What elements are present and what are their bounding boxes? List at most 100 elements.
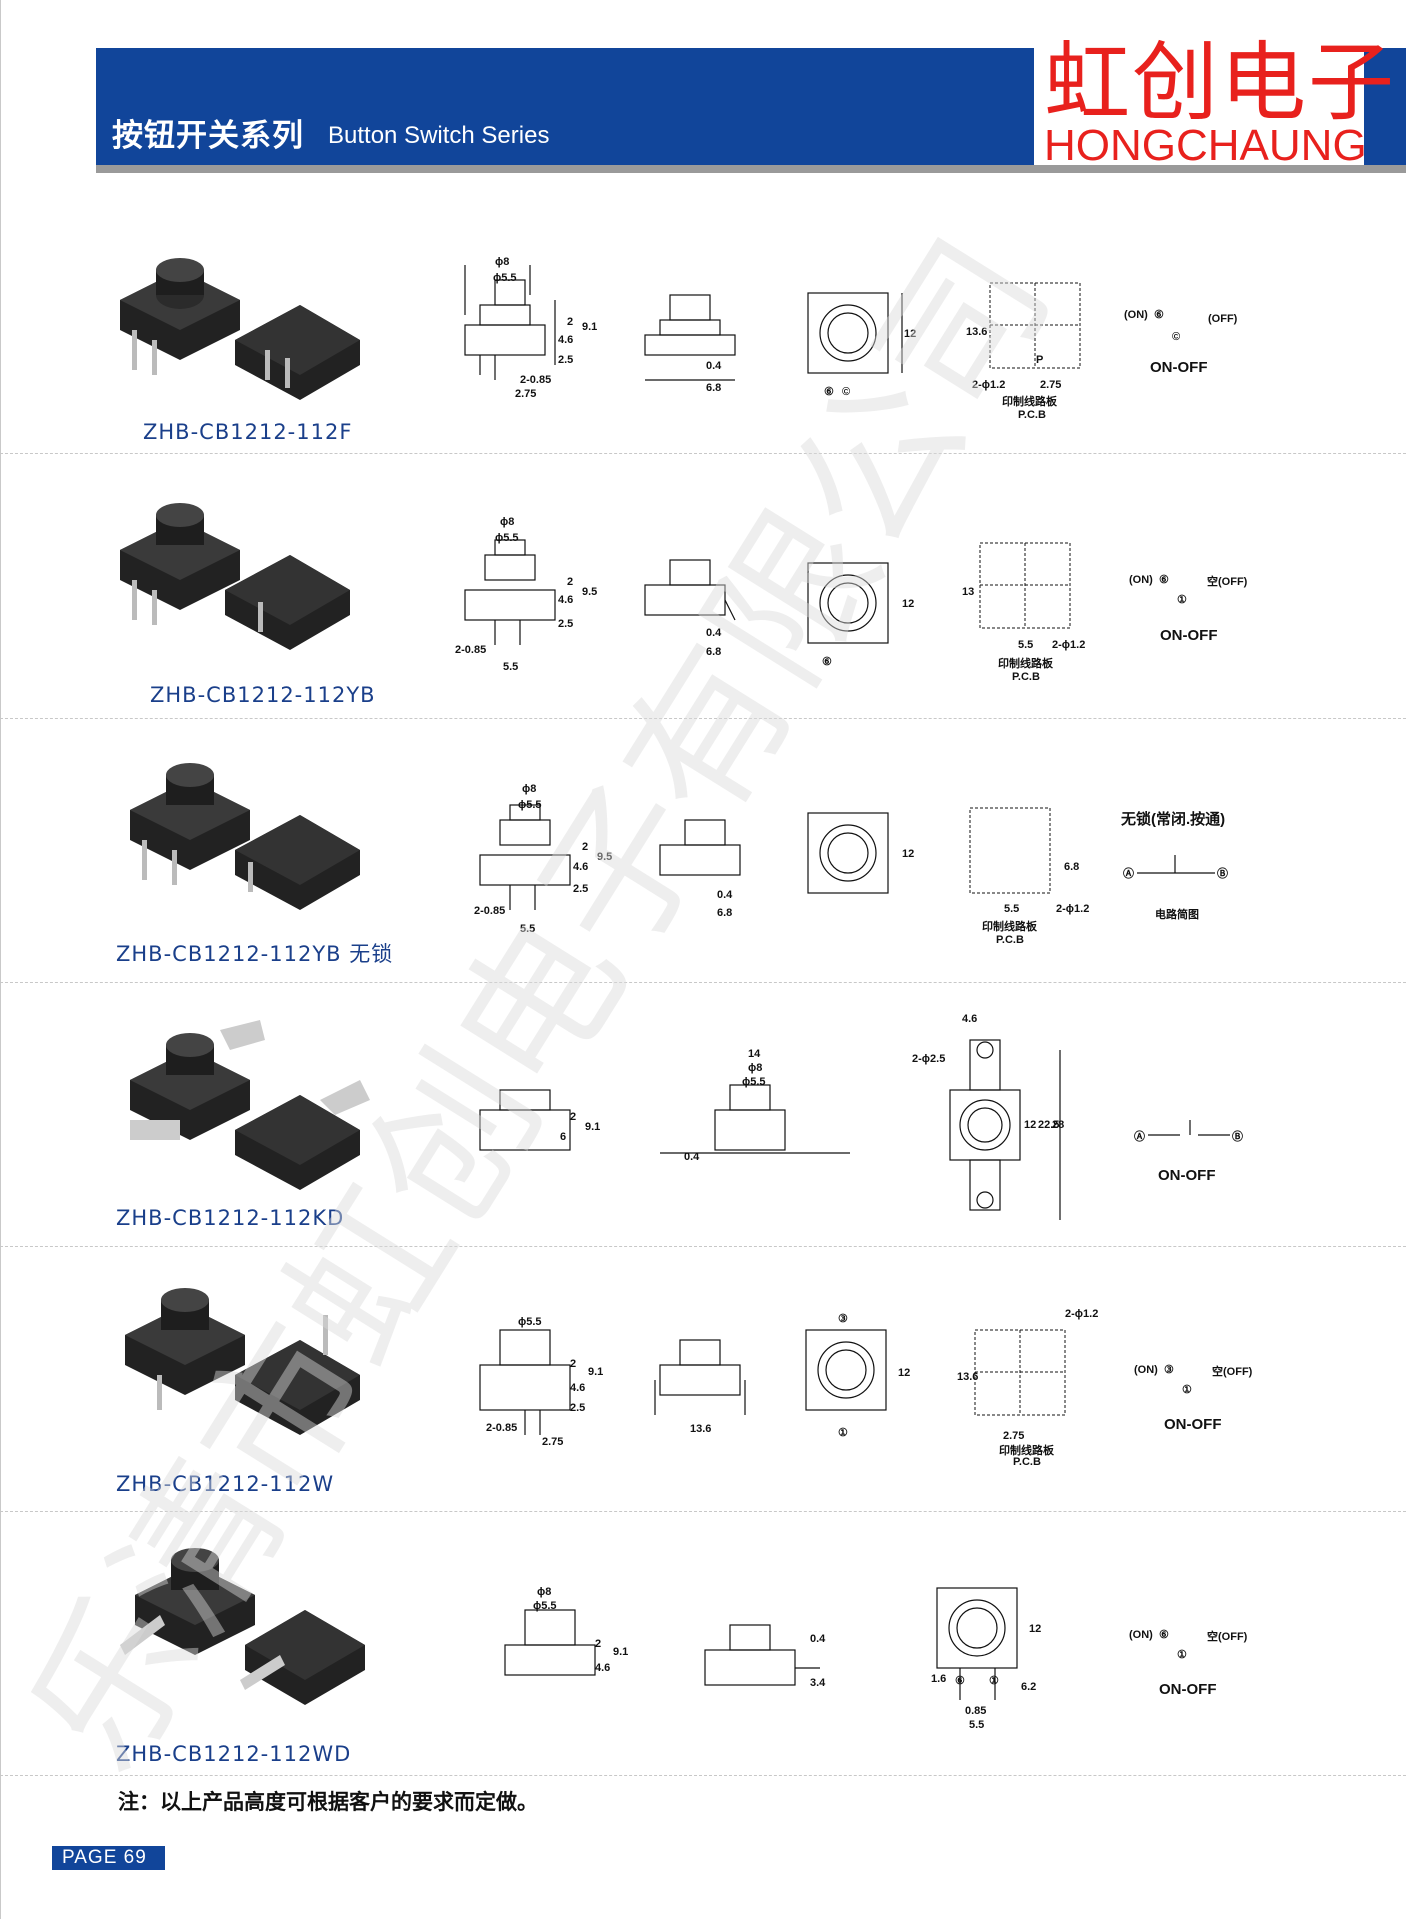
svg-text:2-ϕ1.2: 2-ϕ1.2 [1052, 639, 1085, 651]
svg-text:ϕ5.5: ϕ5.5 [742, 1076, 766, 1088]
svg-text:2.75: 2.75 [1040, 379, 1061, 391]
svg-text:③: ③ [838, 1313, 848, 1325]
side-profile-drawing: 0.4 6.8 [644, 559, 736, 658]
svg-text:9.5: 9.5 [582, 586, 597, 598]
svg-text:4.6: 4.6 [573, 861, 588, 873]
side-view-drawing: ϕ8 ϕ5.5 2 4.6 9.5 2.5 2-0.85 5.5 [455, 516, 597, 673]
side-profile-drawing: 14 ϕ8 ϕ5.5 0.4 [660, 1048, 850, 1163]
svg-text:①: ① [1182, 1384, 1192, 1396]
row-divider [0, 718, 1406, 719]
svg-text:©: © [842, 386, 850, 398]
svg-text:⑥: ⑥ [822, 656, 832, 668]
svg-text:ϕ8: ϕ8 [495, 256, 509, 268]
series-title-en: Button Switch Series [328, 122, 550, 149]
svg-text:①: ① [838, 1427, 848, 1439]
svg-text:2.75: 2.75 [515, 388, 536, 400]
circuit-schematic: (ON) ③ 空(OFF) ① ON-OFF [1134, 1364, 1253, 1433]
svg-text:6: 6 [560, 1131, 566, 1143]
svg-text:(ON): (ON) [1129, 1629, 1153, 1641]
svg-text:0.4: 0.4 [706, 360, 722, 372]
model-label: ZHB-CB1212-112WD [116, 1742, 352, 1766]
svg-text:6.8: 6.8 [717, 907, 732, 919]
footnote: 注：以上产品高度可根据客户的要求而定做。 [118, 1790, 538, 1814]
svg-text:5.5: 5.5 [969, 1719, 984, 1730]
svg-text:9.5: 9.5 [597, 851, 612, 863]
pcb-layout-drawing: 2-ϕ1.2 13.6 2.75 印制线路板 P.C.B [957, 1308, 1098, 1465]
svg-text:空(OFF): 空(OFF) [1207, 574, 1248, 588]
svg-text:2.5: 2.5 [573, 883, 588, 895]
svg-text:2.5: 2.5 [570, 1402, 585, 1414]
product-photo [120, 1548, 365, 1705]
product-photo [130, 763, 360, 910]
svg-text:①: ① [1177, 1649, 1187, 1661]
svg-text:4.6: 4.6 [595, 1662, 610, 1674]
svg-text:0.85: 0.85 [965, 1705, 986, 1717]
brand-name-en: HONGCHAUNG [1044, 121, 1367, 170]
svg-text:9.1: 9.1 [582, 321, 597, 333]
side-profile-drawing: 0.4 3.4 [704, 1624, 826, 1689]
svg-text:13.6: 13.6 [966, 326, 987, 338]
svg-text:(ON): (ON) [1129, 574, 1153, 586]
svg-text:1.6: 1.6 [931, 1673, 946, 1685]
svg-text:4.6: 4.6 [570, 1382, 585, 1394]
svg-text:5.5: 5.5 [503, 661, 518, 673]
circuit-schematic: 无锁(常闭.按通) Ⓐ Ⓑ 电路简图 [1120, 810, 1228, 921]
svg-text:6.8: 6.8 [706, 646, 721, 658]
svg-text:⑥: ⑥ [1159, 1629, 1169, 1641]
svg-text:③: ③ [1164, 1364, 1174, 1376]
svg-text:9.1: 9.1 [585, 1121, 600, 1133]
svg-text:2.5: 2.5 [558, 618, 573, 630]
svg-text:(ON): (ON) [1134, 1364, 1158, 1376]
svg-text:印制线路板: 印制线路板 [982, 919, 1038, 933]
svg-text:0.4: 0.4 [706, 627, 722, 639]
svg-text:空(OFF): 空(OFF) [1207, 1629, 1248, 1643]
svg-text:⑥: ⑥ [1154, 309, 1164, 321]
svg-text:12: 12 [1029, 1623, 1041, 1635]
model-label: ZHB-CB1212-112F [143, 420, 353, 444]
svg-text:2-ϕ1.2: 2-ϕ1.2 [1056, 903, 1089, 915]
svg-text:2-0.85: 2-0.85 [455, 644, 486, 656]
svg-text:(OFF): (OFF) [1208, 313, 1238, 325]
side-view-drawing: ϕ8 ϕ5.5 2 4.6 9.1 [504, 1586, 628, 1676]
svg-text:电路简图: 电路简图 [1155, 907, 1199, 921]
svg-text:12: 12 [902, 598, 914, 610]
svg-text:Ⓑ: Ⓑ [1232, 1129, 1243, 1143]
svg-text:13: 13 [962, 586, 974, 598]
svg-text:ON-OFF: ON-OFF [1160, 627, 1218, 644]
circuit-schematic: (ON) ⑥ 空(OFF) ① ON-OFF [1129, 574, 1248, 644]
svg-text:印制线路板: 印制线路板 [999, 1443, 1055, 1457]
svg-text:ϕ8: ϕ8 [748, 1062, 762, 1074]
svg-text:©: © [1172, 331, 1180, 343]
svg-text:13.6: 13.6 [957, 1371, 978, 1383]
pcb-layout-drawing: 13.6 P 2-ϕ1.2 2.75 印制线路板 P.C.B [966, 282, 1081, 421]
svg-text:3.4: 3.4 [810, 1677, 826, 1689]
svg-text:2: 2 [567, 576, 573, 588]
svg-text:⑥: ⑥ [824, 386, 834, 398]
svg-text:2: 2 [567, 316, 573, 328]
svg-text:6.8: 6.8 [1064, 861, 1079, 873]
top-view-drawing: 12 1.6 ⑥ ① 6.2 0.85 5.5 [931, 1587, 1041, 1730]
model-label: ZHB-CB1212-112W [116, 1472, 335, 1496]
svg-text:2: 2 [570, 1358, 576, 1370]
svg-text:ON-OFF: ON-OFF [1158, 1167, 1216, 1184]
svg-text:ϕ8: ϕ8 [537, 1586, 551, 1598]
header-underline [96, 165, 1406, 173]
svg-text:4.6: 4.6 [962, 1013, 977, 1025]
svg-text:2.75: 2.75 [542, 1436, 563, 1448]
svg-text:P.C.B: P.C.B [1013, 1456, 1041, 1465]
page-edge-line [0, 0, 1, 1919]
product-photo [120, 258, 360, 400]
svg-text:ϕ5.5: ϕ5.5 [495, 532, 519, 544]
svg-text:空(OFF): 空(OFF) [1212, 1364, 1253, 1378]
svg-text:2-ϕ2.5: 2-ϕ2.5 [912, 1053, 945, 1065]
svg-text:ϕ8: ϕ8 [522, 783, 536, 795]
svg-text:印制线路板: 印制线路板 [1002, 394, 1058, 408]
svg-text:①: ① [989, 1675, 999, 1687]
side-profile-drawing: 0.4 6.8 [644, 294, 736, 394]
row-divider [0, 1246, 1406, 1247]
svg-text:⑥: ⑥ [1159, 574, 1169, 586]
svg-text:印制线路板: 印制线路板 [998, 656, 1054, 670]
svg-text:P.C.B: P.C.B [996, 934, 1024, 946]
product-photo [120, 503, 350, 650]
svg-text:4.6: 4.6 [558, 334, 573, 346]
